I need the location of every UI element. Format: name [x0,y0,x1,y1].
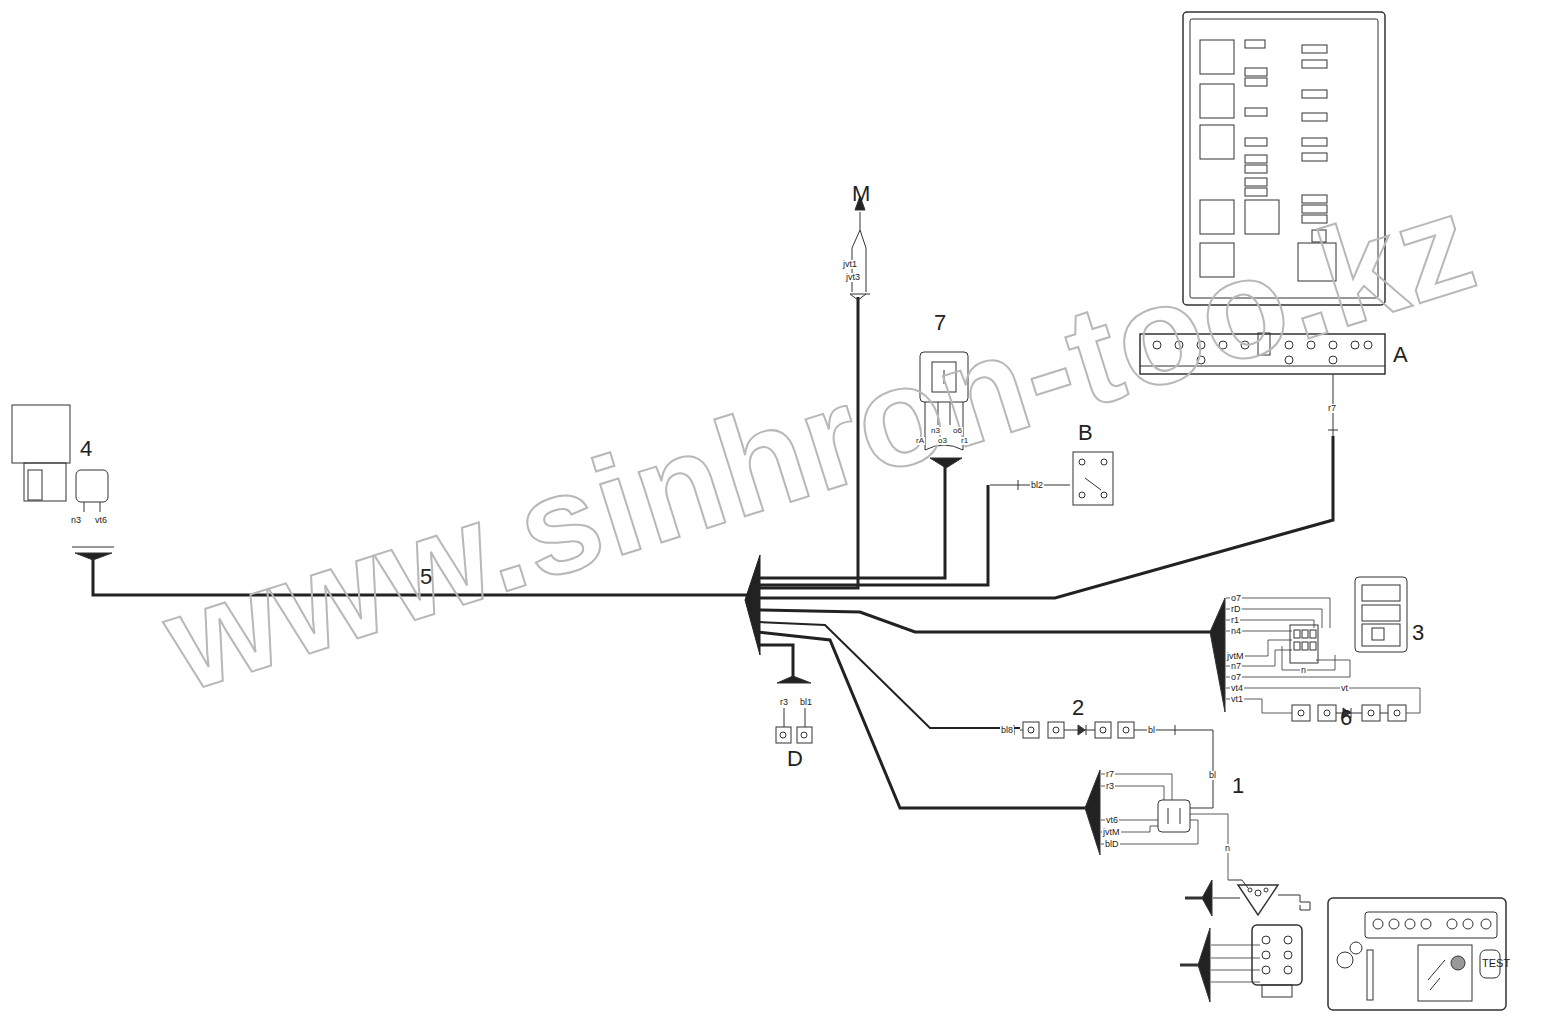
callout-number: 6 [1340,707,1352,729]
callout-number: 5 [420,566,432,588]
wire-label: n [1300,666,1307,675]
callout-number: 1 [1232,775,1244,797]
wire-label: bl1 [799,698,813,707]
wire-label: r3 [779,698,789,707]
wire-label: blD [1104,840,1120,849]
wire-label: jvtM [1226,652,1245,661]
callout-number: M [852,183,870,205]
wire-label: jvtM [1102,828,1121,837]
wire-label: vt6 [94,516,108,525]
wire-label: vt [1340,684,1349,693]
wire-label: n4 [1230,627,1242,636]
callout-number: B [1078,422,1093,444]
wire-label: o7 [1230,673,1242,682]
wire-label: bl [1208,771,1217,780]
callout-number: D [787,748,803,770]
callout-number: A [1393,344,1408,366]
button-label: TEST [1482,958,1510,969]
wire-label: r7 [1327,404,1337,413]
wire-label: rA [915,437,925,445]
wire-label: bl2 [1030,481,1044,490]
wire-label: o6 [952,427,963,435]
callout-number: 4 [80,438,92,460]
wire-label: rD [1230,605,1242,614]
wire-label: o7 [1230,594,1242,603]
wire-label: vt6 [1105,816,1119,825]
callout-number: 2 [1072,697,1084,719]
callout-number: 3 [1412,622,1424,644]
wire-label: vt1 [1230,695,1244,704]
wire-label: r1 [960,437,969,445]
wire-label: bl8 [1000,726,1014,735]
wire-label: n7 [1230,662,1242,671]
watermark: www.sinhron-too.kz [150,171,1490,714]
wire-label: o3 [937,437,948,445]
wire-label: jvt1 [842,260,858,269]
wire-label: n3 [930,427,941,435]
wire-label: r3 [1105,782,1115,791]
wire-label: r7 [1105,770,1115,779]
wire-label: jvt3 [845,273,861,282]
wire-label: vt4 [1230,684,1244,693]
wire-label: n3 [70,516,82,525]
callout-number: 7 [934,312,946,334]
wire-label: n [1224,844,1231,853]
wire-label: bl [1147,726,1156,735]
wire-label: r1 [1230,616,1240,625]
